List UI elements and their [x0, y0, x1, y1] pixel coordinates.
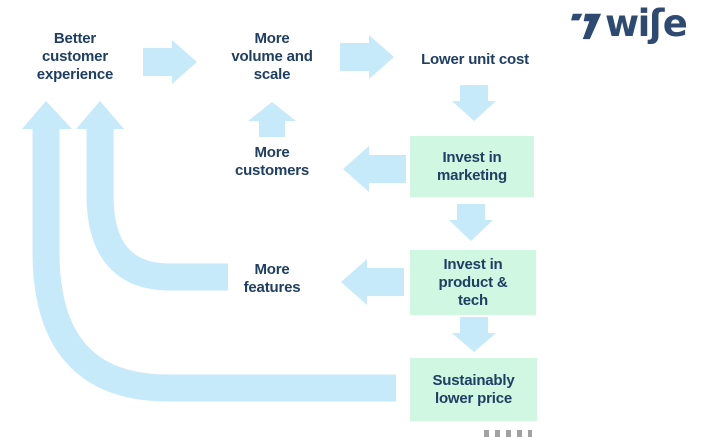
node-better-customer-experience: Better customer experience [36, 30, 114, 83]
box-sustainably-lower-price: Sustainably lower price [410, 358, 537, 421]
box-invest-in-marketing-label: Invest in marketing [437, 148, 507, 184]
right-arrow-icon [340, 35, 394, 79]
down-arrow-icon [452, 317, 496, 352]
node-lower-unit-cost: Lower unit cost [421, 51, 529, 68]
box-sustainably-lower-price-label: Sustainably lower price [432, 371, 515, 407]
box-invest-in-product-tech: Invest in product & tech [410, 250, 536, 315]
node-more-features: More features [243, 261, 301, 296]
down-arrow-icon [449, 204, 493, 241]
node-more-volume-and-scale: More volume and scale [231, 30, 313, 83]
down-arrow-icon [452, 85, 496, 121]
wise-wordmark: wiʃe [605, 2, 688, 45]
wise-logo: wiʃe [571, 2, 688, 45]
right-arrow-icon [143, 40, 197, 84]
left-arrow-icon [341, 259, 404, 305]
node-more-customers: More customers [234, 144, 310, 179]
left-arrow-icon [343, 146, 406, 192]
wise-fast-flag-icon [571, 13, 602, 40]
loop-features-arrowhead-icon [76, 101, 124, 129]
loop-price-to-experience-curve [32, 128, 396, 402]
loop-price-arrowhead-icon [22, 101, 72, 129]
box-invest-in-product-tech-label: Invest in product & tech [438, 255, 508, 309]
loop-features-to-experience-curve [86, 128, 228, 291]
cropped-text-fragment [484, 430, 532, 437]
box-invest-in-marketing: Invest in marketing [410, 136, 534, 197]
up-arrow-icon [248, 102, 296, 137]
